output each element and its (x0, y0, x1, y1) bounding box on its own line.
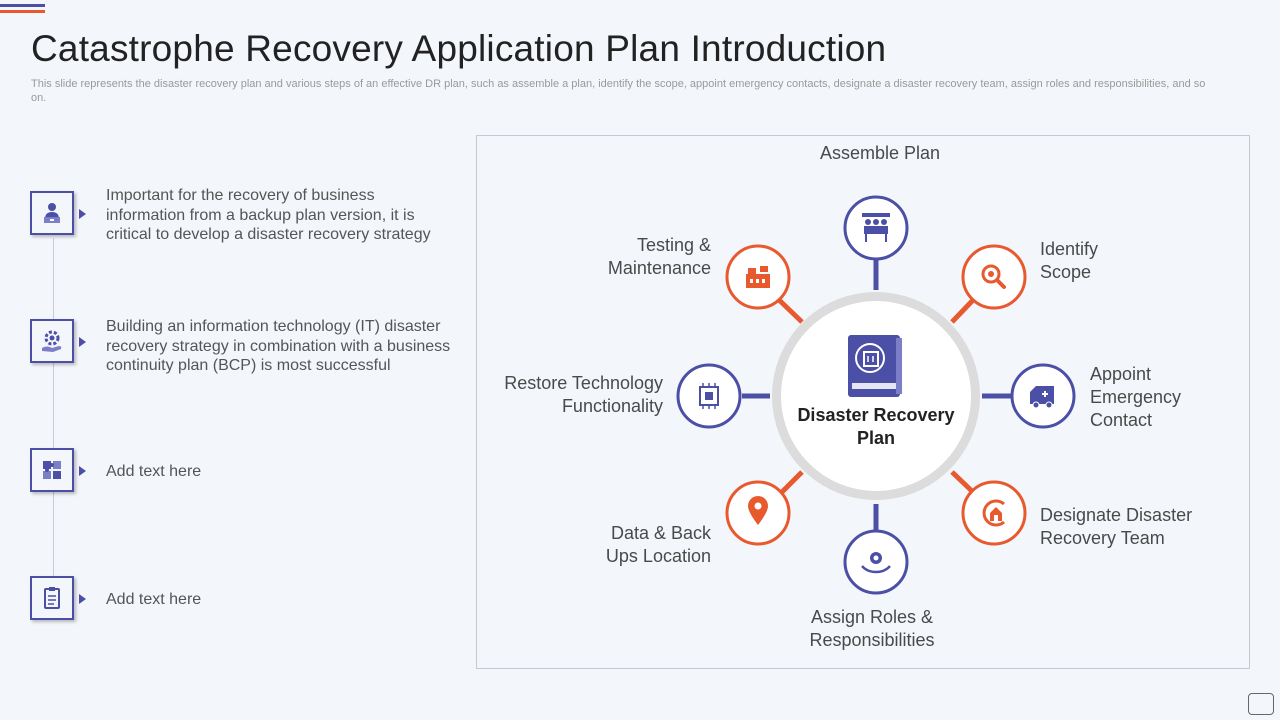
connector-testing (775, 296, 804, 324)
step-1-text: Important for the recovery of business i… (106, 187, 431, 243)
slide-nav-button[interactable] (1248, 693, 1274, 715)
node-data (725, 480, 791, 546)
connector-data (778, 470, 804, 496)
recovery-book-icon (848, 335, 902, 397)
clipboard-icon (44, 587, 60, 609)
step-3-arrow (79, 466, 86, 476)
ambulance-icon (1030, 386, 1054, 409)
label-identify: Identify Scope (1040, 239, 1099, 282)
puzzle-icon (43, 461, 61, 479)
node-appoint (1010, 363, 1076, 429)
chip-icon (699, 383, 719, 409)
step-4-arrow (79, 594, 86, 604)
label-appoint: Appoint Emergency Contact (1090, 364, 1182, 430)
connector-identify (950, 296, 977, 324)
label-restore: Restore Technology Functionality (504, 373, 663, 416)
page-subtitle: This slide represents the disaster recov… (31, 78, 1206, 104)
node-testing (725, 244, 791, 310)
step-2-text: Building an information technology (IT) … (106, 318, 451, 374)
person-laptop-icon (44, 203, 60, 223)
node-identify (961, 244, 1027, 310)
accent-lines (0, 4, 45, 16)
step-3-icon-box (30, 448, 74, 492)
hands-gear-icon (861, 552, 891, 574)
label-assemble: Assemble Plan (819, 143, 941, 163)
node-roles (843, 529, 909, 595)
step-4-text: Add text here (106, 591, 202, 608)
house-recovery-icon (982, 499, 1005, 527)
label-testing: Testing & Maintenance (607, 235, 711, 278)
magnifier-icon (981, 264, 1006, 289)
step-2-arrow (79, 337, 86, 347)
label-designate: Designate Disaster Recovery Team (1040, 505, 1193, 548)
step-4-icon-box (30, 576, 74, 620)
team-meeting-icon (862, 213, 890, 242)
step-2-icon-box (30, 319, 74, 363)
node-designate (961, 480, 1027, 546)
timeline-connector (53, 238, 54, 598)
step-3-text: Add text here (106, 463, 202, 480)
gear-hand-icon (42, 330, 62, 352)
diagram-panel (476, 135, 1250, 669)
label-data: Data & Back Ups Location (605, 523, 711, 566)
step-1-arrow (79, 209, 86, 219)
node-restore (676, 363, 742, 429)
node-assemble (843, 195, 909, 261)
page-title: Catastrophe Recovery Application Plan In… (31, 28, 887, 69)
step-1-icon-box (30, 191, 74, 235)
center-label: Disaster Recovery Plan (797, 405, 955, 448)
label-roles: Assign Roles & Responsibilities (809, 607, 935, 650)
location-pin-icon (748, 496, 768, 525)
factory-icon (746, 266, 770, 288)
